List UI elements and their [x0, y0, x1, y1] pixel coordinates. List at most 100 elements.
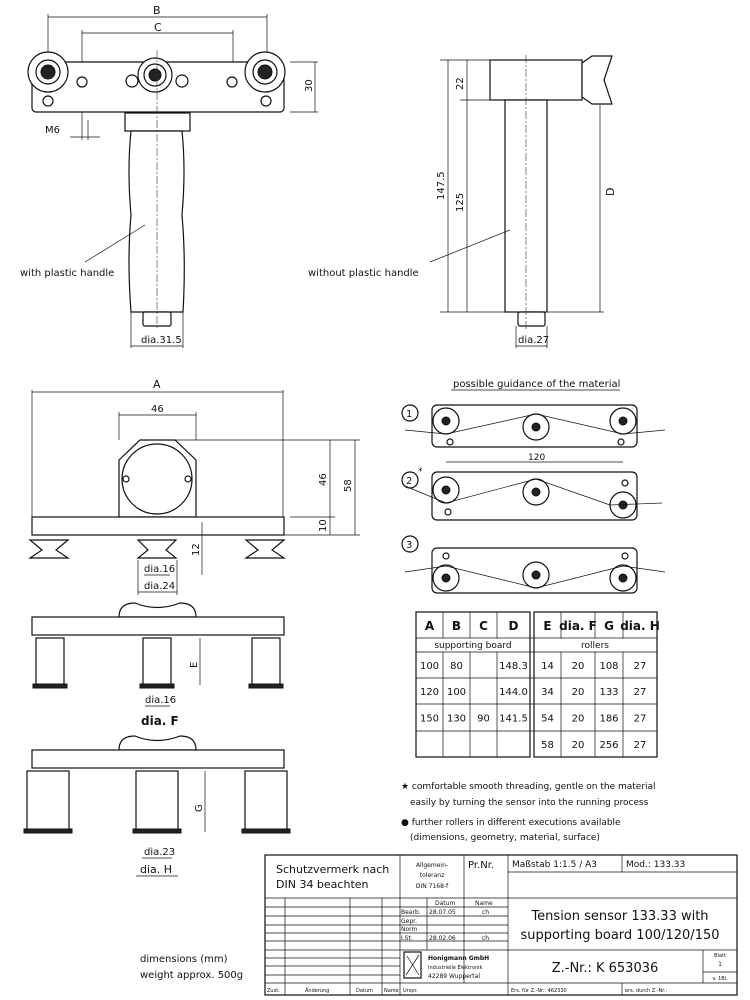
dim-dia-f: dia. F [141, 714, 179, 728]
table-header: A [425, 619, 435, 633]
group-rollers: rollers [581, 641, 609, 651]
table-header: D [509, 619, 519, 633]
table-cell: 27 [634, 714, 647, 725]
note-2b: (dimensions, geometry, material, surface… [410, 833, 600, 843]
table-cell: 58 [541, 740, 554, 751]
col-name: Name [475, 900, 493, 907]
revision-row-label: Bearb. [401, 909, 421, 916]
dim-dia-24: dia.24 [144, 581, 175, 592]
note-1b: easily by turning the sensor into the ru… [410, 798, 649, 808]
dim-12: 12 [191, 543, 202, 556]
revision-row-name: ch [482, 935, 489, 942]
revision-row-name: ch [482, 909, 489, 916]
tolerance-2: toleranz [420, 872, 444, 879]
tolerance-1: Allgemein- [416, 862, 448, 869]
dim-m6: M6 [45, 125, 60, 136]
dim-dia-h: dia. H [140, 863, 172, 876]
option-1-label: 1 [406, 409, 412, 420]
v-rollers [28, 539, 286, 559]
table-cell: 144.0 [499, 687, 528, 698]
company-name: Honigmann GmbH [428, 955, 489, 962]
dim-dia-16: dia.16 [144, 564, 175, 575]
dim-e: E [189, 662, 200, 668]
dim-30: 30 [304, 79, 315, 92]
revision-row-date: 28.02.06 [429, 935, 456, 942]
dim-dia-31-5: dia.31.5 [141, 335, 182, 346]
board-rollers-e-view: E dia.16 dia. F [31, 602, 285, 728]
table-header: G [604, 619, 614, 633]
bottom-datum: Datum [356, 988, 373, 994]
replaced-by: ers. durch Z.-Nr.: [625, 988, 667, 994]
table-cell: 256 [599, 740, 618, 751]
label-without-plastic-handle: without plastic handle [308, 268, 419, 279]
dim-b: B [153, 4, 161, 17]
table-cell: 148.3 [499, 661, 528, 672]
table-cell: 54 [541, 714, 554, 725]
table-cell: 120 [420, 687, 439, 698]
table-cell: 133 [599, 687, 618, 698]
option-2-star: * [418, 467, 423, 477]
table-cell: 108 [599, 661, 618, 672]
dim-c: C [154, 21, 162, 34]
protection-note-2: DIN 34 beachten [276, 878, 369, 891]
dim-10: 10 [318, 519, 329, 532]
dim-d: D [604, 188, 617, 196]
dim-120: 120 [528, 453, 545, 463]
guidance-title: possible guidance of the material [453, 379, 620, 390]
dim-147-5: 147.5 [436, 171, 447, 200]
bottom-urspr: Urspr. [403, 988, 418, 994]
company-address: 42289 Wuppertal [428, 973, 480, 980]
bottom-aenderung: Änderung [305, 987, 329, 994]
option-3-label: 3 [406, 540, 412, 551]
model: Mod.: 133.33 [626, 860, 685, 870]
dim-dia-16-e: dia.16 [145, 695, 176, 706]
dim-46-height: 46 [318, 473, 329, 486]
table-cell: 27 [634, 661, 647, 672]
revision-row-label: Norm [401, 926, 418, 933]
sheet-of: v. 1Bl. [712, 976, 728, 982]
replaces: Ers. für Z.-Nr.: 462330 [511, 988, 567, 994]
table-cell: 130 [447, 714, 466, 725]
table-cell: 20 [572, 714, 585, 725]
note-1a: ★ comfortable smooth threading, gentle o… [401, 782, 656, 792]
table-header: B [452, 619, 461, 633]
table-cell: 141.5 [499, 714, 528, 725]
dim-dia-27: dia.27 [518, 335, 549, 346]
drawing-number: Z.-Nr.: K 653036 [552, 961, 659, 976]
table-header: dia. F [559, 619, 597, 633]
drawing-title-1: Tension sensor 133.33 with [530, 909, 708, 924]
dim-22: 22 [455, 77, 466, 90]
supporting-board [31, 516, 285, 536]
table-cell: 27 [634, 687, 647, 698]
sheet-number: 1 [718, 961, 722, 968]
notes: ★ comfortable smooth threading, gentle o… [401, 782, 656, 843]
title-block: Schutzvermerk nach DIN 34 beachten Allge… [264, 854, 738, 996]
weight: weight approx. 500g [140, 970, 243, 981]
board-rollers-g-view: G dia.23 dia. H [23, 735, 291, 877]
col-datum: Datum [435, 900, 455, 907]
table-cell: 150 [420, 714, 439, 725]
table-cell: 27 [634, 740, 647, 751]
guidance-diagrams: possible guidance of the material 1 120 … [401, 379, 666, 594]
option-2-label: 2 [406, 476, 412, 487]
tolerance-3: DIN 7168-f [416, 883, 449, 890]
protection-note-1: Schutzvermerk nach [276, 863, 389, 876]
revision-row-label: I.St. [401, 935, 413, 942]
sheet-label: Blatt [714, 953, 726, 959]
table-cell: 20 [572, 740, 585, 751]
drawing-title-2: supporting board 100/120/150 [520, 928, 719, 943]
note-2a: ● further rollers in different execution… [401, 818, 621, 828]
table-header: dia. H [620, 619, 660, 633]
table-cell: 80 [450, 661, 463, 672]
dim-g: G [194, 804, 205, 812]
company-division: Industrielle Elektronik [428, 965, 483, 971]
dimensions-unit: dimensions (mm) [140, 954, 228, 965]
sensor-head [489, 59, 583, 101]
table-cell: 186 [599, 714, 618, 725]
label-with-plastic-handle: with plastic handle [20, 268, 114, 279]
table-cell: 14 [541, 661, 554, 672]
bottom-name: Name [384, 988, 399, 994]
